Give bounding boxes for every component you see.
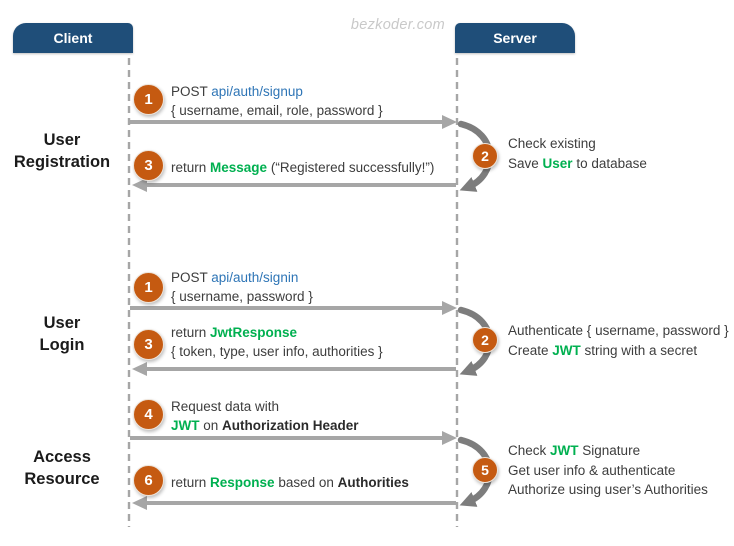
message-line: POST api/auth/signup (171, 84, 303, 99)
note-line: Authenticate { username, password } (508, 323, 729, 338)
registration-server-note: Check existing Save User to database (508, 134, 647, 173)
registration-step-2-circle: 2 (472, 143, 498, 169)
keyword-text: JWT (552, 342, 581, 358)
note-line: Save User to database (508, 155, 647, 171)
login-request-message: POST api/auth/signin { username, passwor… (171, 268, 313, 306)
login-step-3-circle: 3 (133, 329, 164, 360)
access-response-message: return Response based on Authorities (171, 473, 409, 492)
watermark: bezkoder.com (350, 17, 445, 33)
note-line: Get user info & authenticate (508, 462, 676, 478)
login-step-2-circle: 2 (472, 327, 498, 353)
message-line: { token, type, user info, authorities } (171, 344, 383, 359)
endpoint-text: api/auth/signup (211, 84, 303, 99)
login-response-message: return JwtResponse { token, type, user i… (171, 323, 383, 361)
note-line: Check JWT Signature (508, 443, 641, 458)
keyword-text: Response (210, 475, 275, 490)
message-line: POST api/auth/signin (171, 270, 299, 285)
section-label-user-registration: User Registration (13, 131, 111, 171)
message-line: JWT on Authorization Header (171, 418, 359, 433)
access-request-message: Request data with JWT on Authorization H… (171, 397, 359, 435)
keyword-text: JwtResponse (210, 325, 298, 340)
section-label-access-resource: Access Resource (24, 448, 100, 488)
section-label-user-login: User Login (39, 314, 85, 354)
login-step-1-circle: 1 (133, 272, 164, 303)
emphasis-text: Authorities (337, 475, 409, 490)
keyword-text: JWT (550, 443, 579, 458)
registration-request-arrow (130, 115, 457, 129)
registration-step-3-circle: 3 (133, 150, 164, 181)
endpoint-text: api/auth/signin (211, 270, 299, 285)
emphasis-text: Authorization Header (222, 418, 359, 433)
registration-request-message: POST api/auth/signup { username, email, … (171, 82, 383, 120)
message-line: return Response based on Authorities (171, 475, 409, 490)
note-line: Create JWT string with a secret (508, 342, 698, 358)
keyword-text: JWT (171, 418, 200, 433)
message-line: Request data with (171, 399, 280, 414)
access-step-4-circle: 4 (133, 399, 164, 430)
keyword-text: Message (210, 160, 268, 175)
registration-response-arrow (132, 178, 456, 192)
access-request-arrow (130, 431, 457, 445)
server-actor-box: Server (455, 23, 575, 53)
login-request-arrow (130, 301, 457, 315)
note-line: Authorize using user’s Authorities (508, 482, 708, 497)
login-server-note: Authenticate { username, password } Crea… (508, 321, 729, 360)
message-line: return JwtResponse (171, 325, 298, 340)
access-step-6-circle: 6 (133, 465, 164, 496)
client-actor-box: Client (13, 23, 133, 53)
access-step-5-circle: 5 (472, 457, 498, 483)
access-response-arrow (132, 496, 456, 510)
access-server-note: Check JWT Signature Get user info & auth… (508, 441, 708, 500)
registration-step-1-circle: 1 (133, 84, 164, 115)
message-line: { username, password } (171, 289, 313, 304)
registration-response-message: return Message (“Registered successfully… (171, 158, 434, 177)
keyword-text: User (542, 155, 573, 171)
message-line: { username, email, role, password } (171, 103, 383, 118)
note-line: Check existing (508, 136, 596, 151)
message-line: return Message (“Registered successfully… (171, 160, 435, 175)
login-response-arrow (132, 362, 456, 376)
